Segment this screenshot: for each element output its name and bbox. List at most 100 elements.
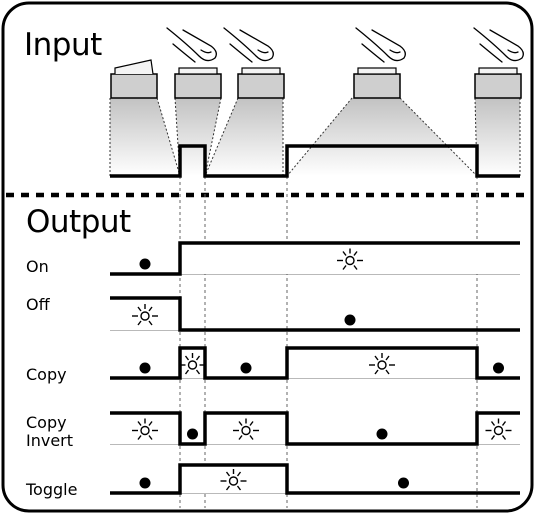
lamp-on-icon [369,353,395,375]
lamp-ray [195,355,201,361]
output-waveform [110,411,520,446]
finger-icon [166,27,217,63]
row-label-copy-invert: Copy Invert [26,413,74,450]
finger-crease [229,43,253,63]
high-segment [110,413,180,444]
finger-outline [223,27,274,62]
lamp-on-icon [179,353,206,375]
lamp-ray [148,421,153,426]
high-segment [180,243,520,274]
light-beam [175,98,221,176]
lamp-bulb [345,255,355,266]
finger-outline [355,27,406,62]
lamp-ray [137,306,142,312]
button-body [110,73,158,99]
row-label-copy: Copy [26,365,67,384]
button-cap [114,59,154,75]
push-button-icon [174,67,222,99]
push-button-icon [237,67,285,99]
beam-edge [204,97,222,177]
light-beam [205,98,283,176]
push-button-icon [353,67,401,99]
push-button-icon [110,59,158,99]
lamp-bulb [140,311,150,321]
lamp-ray [249,421,254,426]
finger-icon [223,27,274,63]
row-label-toggle: Toggle [26,480,78,499]
lamp-off-dot-icon [493,362,504,374]
output-row [110,463,520,495]
beam-edge [156,97,181,177]
lamp-ray [148,320,153,326]
lamp-on-icon [132,304,158,326]
lamp-ray [385,355,390,361]
finger-outline [166,27,217,62]
button-cap [178,67,218,75]
finger-nail [257,49,269,54]
lamp-ray [236,485,242,491]
button-cap [241,67,281,75]
button-body [474,73,522,99]
light-beam [475,98,520,176]
time-guides [179,176,478,508]
finger-crease [479,43,503,63]
finger-nail [507,49,519,54]
output-title: Output [26,204,131,240]
lamp-ray [501,421,507,426]
lamp-ray [195,369,201,375]
lamp-bulb [377,360,387,370]
push-button-icon [474,67,522,99]
lamp-ray [236,471,242,477]
lamp-bulb [493,425,504,436]
input-section [109,27,524,178]
lamp-ray [342,265,347,270]
row-label-on: On [26,257,49,276]
lamp-bulb [140,425,150,436]
lamp-off-dot-icon [139,477,151,489]
high-segment [180,348,205,378]
lamp-ray [137,421,142,426]
finger-icon [473,27,524,63]
output-waveform [110,296,520,332]
output-row [110,346,520,380]
row-label-off: Off [26,295,50,314]
lamp-on-icon [485,418,512,440]
finger-icon [355,27,406,63]
lamp-ray [148,306,153,312]
lamp-ray [353,251,358,256]
lamp-off-dot-icon [240,362,252,374]
lamp-on-icon [220,469,247,491]
output-waveform [110,346,520,380]
finger-nail [389,49,401,54]
lamp-ray [184,369,190,375]
high-segment [287,348,477,378]
lamp-off-dot-icon [398,477,409,489]
button-cap [357,67,397,75]
lamp-ray [353,265,358,270]
lamp-off-dot-icon [376,428,388,440]
output-section [110,241,520,495]
lamp-on-icon [337,248,363,270]
lamp-off-dot-icon [344,314,356,326]
lamp-ray [238,435,243,440]
lamp-on-icon [233,418,259,440]
lamp-on-icon [132,418,158,440]
lamp-ray [342,251,347,256]
lamp-bulb [187,360,198,370]
output-waveform [110,463,520,495]
lamp-ray [137,320,142,326]
finger-crease [361,43,385,63]
output-row [110,241,520,276]
input-title: Input [24,27,102,63]
button-cap [478,67,518,75]
lamp-ray [184,355,190,361]
high-segment [477,413,520,444]
button-body [174,73,222,99]
output-row [110,296,520,332]
lamp-off-dot-icon [139,258,151,270]
lamp-ray [385,369,390,375]
finger-crease [172,43,196,63]
finger-outline [473,27,524,62]
lamp-ray [374,369,379,375]
